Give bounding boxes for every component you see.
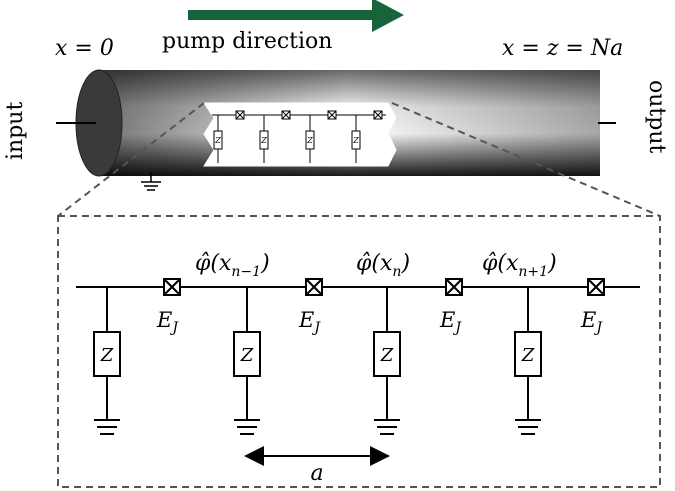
shunt-branch-1 xyxy=(93,287,121,435)
junction-label-1: EJ xyxy=(156,308,179,336)
svg-text:Z: Z xyxy=(260,136,267,145)
impedance-label-2: Z xyxy=(240,345,254,366)
output-label: output xyxy=(644,80,669,154)
left-position-label: x = 0 xyxy=(55,36,114,61)
svg-text:Z: Z xyxy=(352,136,359,145)
pump-direction-arrow xyxy=(188,0,404,32)
spacing-label: a xyxy=(310,461,323,486)
zoom-lines xyxy=(57,102,661,488)
junction-1 xyxy=(163,278,181,296)
junction-4 xyxy=(587,278,605,296)
shunt-branch-4 xyxy=(514,287,542,435)
node-label-n: φ̂(xn) xyxy=(356,251,410,280)
node-label-n-minus-1: φ̂(xn−1) xyxy=(195,251,270,280)
shunt-branch-2 xyxy=(233,287,261,435)
node-label-n-plus-1: φ̂(xn+1) xyxy=(482,251,557,280)
cutaway-window: Z Z Z Z xyxy=(203,102,397,167)
junction-label-3: EJ xyxy=(439,308,462,336)
shunt-branch-3 xyxy=(373,287,401,435)
right-position-label: x = z = Na xyxy=(502,36,623,61)
junction-2 xyxy=(305,278,323,296)
impedance-label-4: Z xyxy=(521,345,535,366)
junction-3 xyxy=(445,278,463,296)
svg-text:Z: Z xyxy=(306,136,313,145)
junction-label-2: EJ xyxy=(298,308,321,336)
cable-ground-icon xyxy=(141,172,161,191)
input-label: input xyxy=(3,102,28,160)
impedance-label-1: Z xyxy=(100,345,114,366)
svg-text:Z: Z xyxy=(214,136,221,145)
circuit-detail: EJ EJ EJ EJ xyxy=(76,251,640,486)
impedance-label-3: Z xyxy=(380,345,394,366)
junction-label-4: EJ xyxy=(580,308,603,336)
pump-direction-label: pump direction xyxy=(162,29,332,54)
